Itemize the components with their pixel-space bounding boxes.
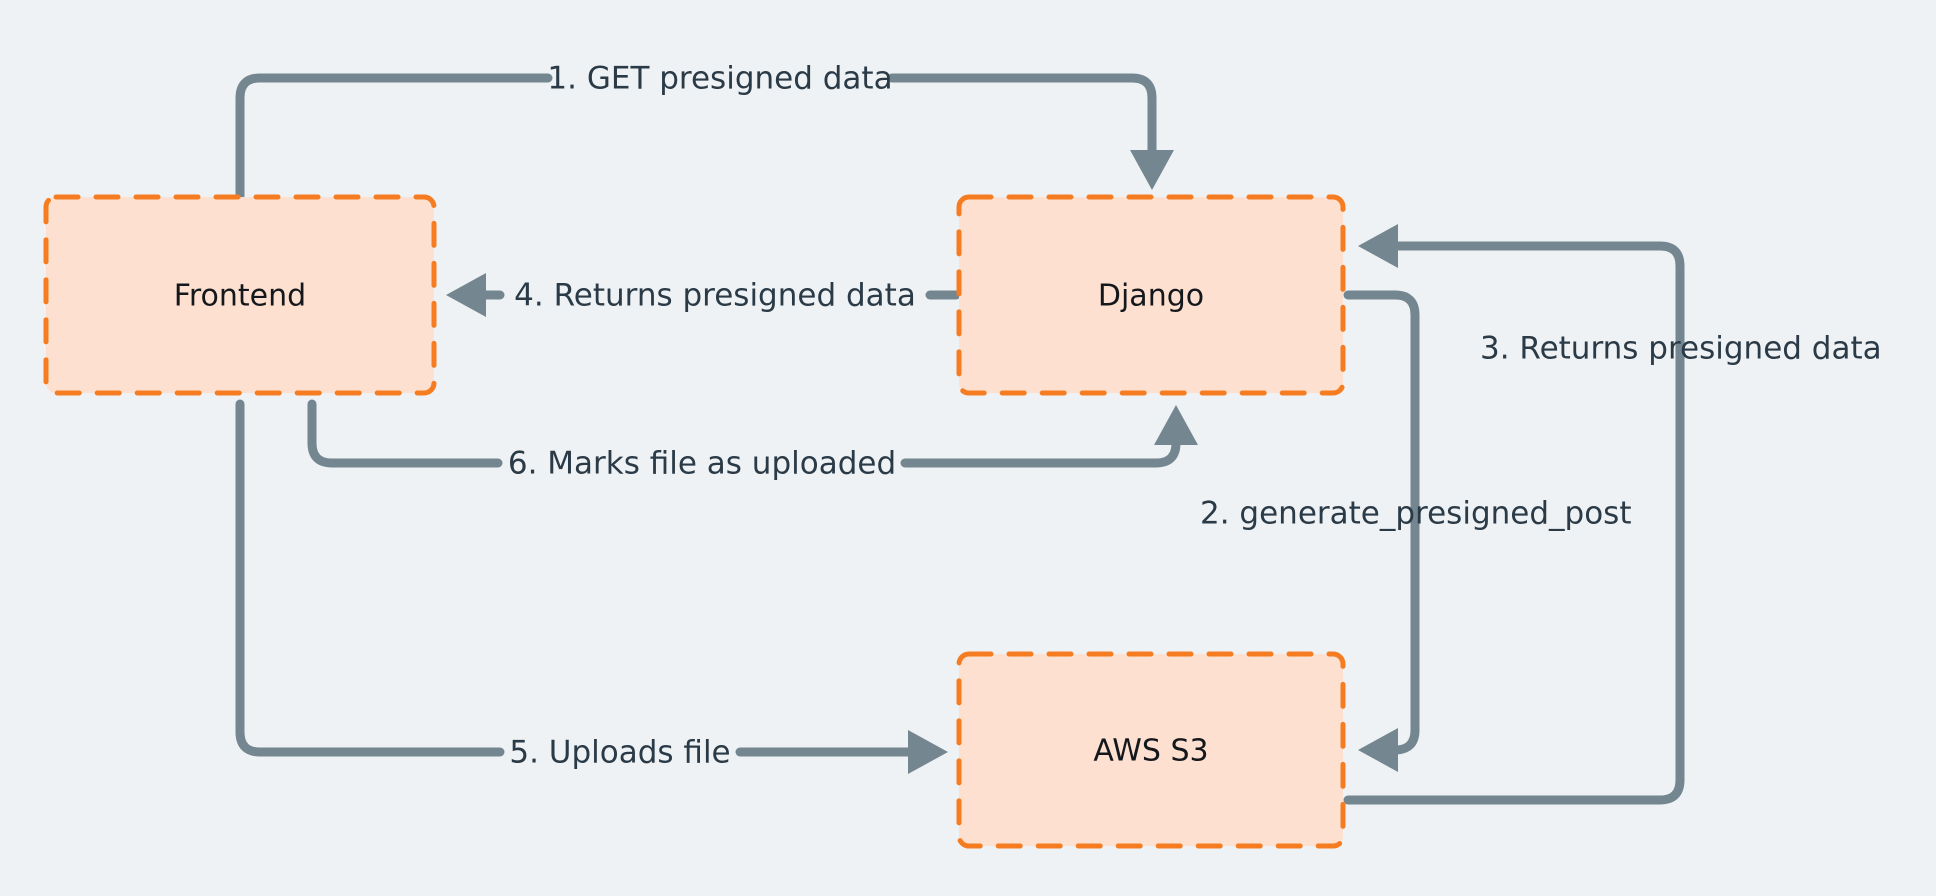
edge-1-segment-left <box>235 73 553 201</box>
node-aws-s3[interactable]: AWS S3 <box>956 651 1346 849</box>
node-frontend-label: Frontend <box>174 279 306 314</box>
edge-5-uploads-file <box>235 399 948 774</box>
node-django[interactable]: Django <box>956 194 1346 396</box>
edge-1-arrowhead <box>1130 150 1174 190</box>
node-frontend-box[interactable] <box>43 194 437 396</box>
edge-3-arrowhead <box>1358 224 1398 268</box>
edge-4-arrowhead <box>446 273 486 317</box>
edge-1-label: 1. GET presigned data <box>547 61 892 97</box>
edge-1-get-presigned-data <box>235 73 1174 201</box>
edge-5-arrowhead <box>908 730 948 774</box>
edge-3-path <box>1343 241 1685 805</box>
edge-6-marks-file-as-uploaded <box>307 399 1198 468</box>
edge-2-generate-presigned-post <box>1343 290 1420 772</box>
node-frontend[interactable]: Frontend <box>43 194 437 396</box>
edge-6-segment-right <box>900 433 1181 468</box>
edge-3-label: 3. Returns presigned data <box>1480 331 1882 367</box>
edge-1-segment-right <box>887 73 1157 163</box>
edge-2-label: 2. generate_presigned_post <box>1200 496 1631 532</box>
edge-4-label: 4. Returns presigned data <box>514 278 916 314</box>
node-aws-s3-label: AWS S3 <box>1093 734 1208 769</box>
node-django-box[interactable] <box>956 194 1346 396</box>
edge-2-arrowhead <box>1358 728 1398 772</box>
edge-4-returns-presigned-data <box>446 273 961 317</box>
edge-6-segment-left <box>307 399 503 468</box>
edge-3-returns-presigned-data <box>1343 224 1685 805</box>
edge-5-label: 5. Uploads file <box>509 735 730 771</box>
node-django-label: Django <box>1098 279 1204 314</box>
edge-5-segment-left <box>235 399 505 757</box>
edge-2-path <box>1343 290 1420 755</box>
node-aws-s3-box[interactable] <box>956 651 1346 849</box>
edge-6-arrowhead <box>1154 405 1198 445</box>
edge-6-label: 6. Marks file as uploaded <box>508 446 896 482</box>
